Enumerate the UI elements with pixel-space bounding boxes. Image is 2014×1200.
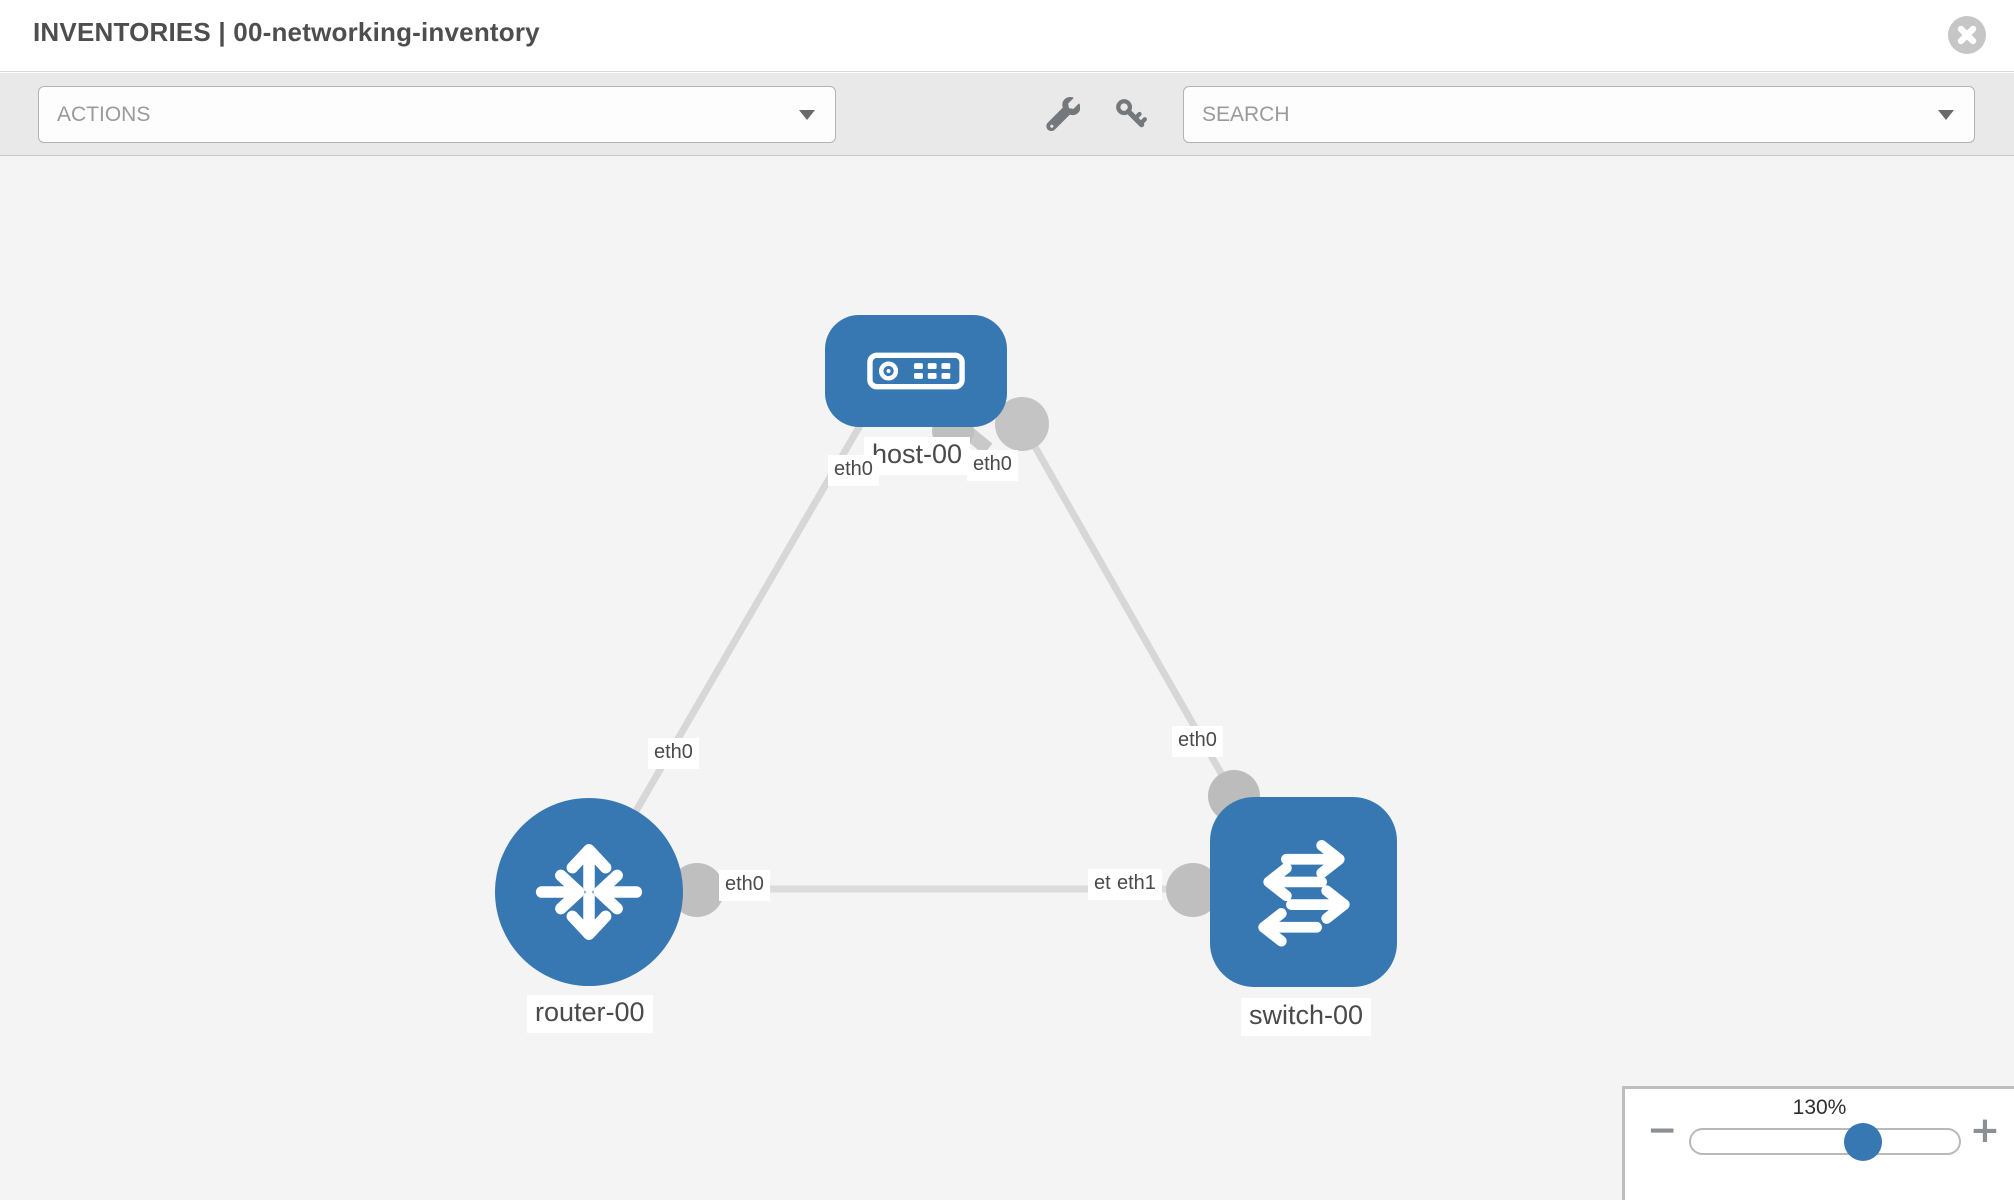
interface-label: eth0 xyxy=(719,870,770,901)
topology-links-layer xyxy=(585,397,1260,917)
node-host-00[interactable] xyxy=(825,315,1007,427)
host-icon xyxy=(867,352,965,390)
node-switch-00[interactable] xyxy=(1210,797,1397,987)
router-icon xyxy=(535,844,643,940)
search-dropdown[interactable]: SEARCH xyxy=(1183,86,1975,143)
app-header: INVENTORIES | 00-networking-inventory xyxy=(0,0,2014,72)
interface-label: eth0 xyxy=(648,738,699,769)
interface-label: eth0 xyxy=(967,450,1018,481)
zoom-out-button[interactable]: − xyxy=(1647,1110,1678,1151)
node-router-00[interactable] xyxy=(495,798,683,986)
interface-circle[interactable] xyxy=(1166,863,1220,917)
configure-button[interactable] xyxy=(1044,96,1082,134)
wrench-icon xyxy=(1046,96,1081,131)
credentials-button[interactable] xyxy=(1112,96,1150,134)
page-title: INVENTORIES | 00-networking-inventory xyxy=(33,17,540,47)
close-button[interactable] xyxy=(1948,16,1986,54)
switch-icon xyxy=(1257,840,1350,947)
zoom-panel: 130% − + xyxy=(1622,1086,2014,1200)
key-icon xyxy=(1116,98,1147,127)
zoom-level-label: 130% xyxy=(1792,1096,1847,1119)
interface-label: eth0 xyxy=(828,455,879,486)
close-icon xyxy=(1957,25,1977,45)
actions-dropdown-label: ACTIONS xyxy=(57,103,151,126)
zoom-slider[interactable] xyxy=(1689,1123,1961,1161)
zoom-slider-handle[interactable] xyxy=(1844,1123,1882,1161)
chevron-down-icon xyxy=(799,110,815,120)
interface-circle[interactable] xyxy=(995,397,1049,451)
chevron-down-icon xyxy=(1938,110,1954,120)
node-label: host-00 xyxy=(864,437,971,475)
topology-canvas[interactable]: host-00 router-00 switch-00 eth0 eth0 et… xyxy=(0,156,2014,1200)
interface-circle[interactable] xyxy=(670,863,724,917)
zoom-in-button[interactable]: + xyxy=(1969,1110,2000,1151)
node-label: router-00 xyxy=(527,995,653,1033)
node-label: switch-00 xyxy=(1241,998,1372,1036)
interface-label: eth1 xyxy=(1111,869,1162,900)
interface-label: eth0 xyxy=(1172,726,1223,757)
actions-dropdown[interactable]: ACTIONS xyxy=(38,86,836,143)
search-dropdown-label: SEARCH xyxy=(1202,103,1290,126)
toolbar: ACTIONS SEARCH xyxy=(0,73,2014,156)
